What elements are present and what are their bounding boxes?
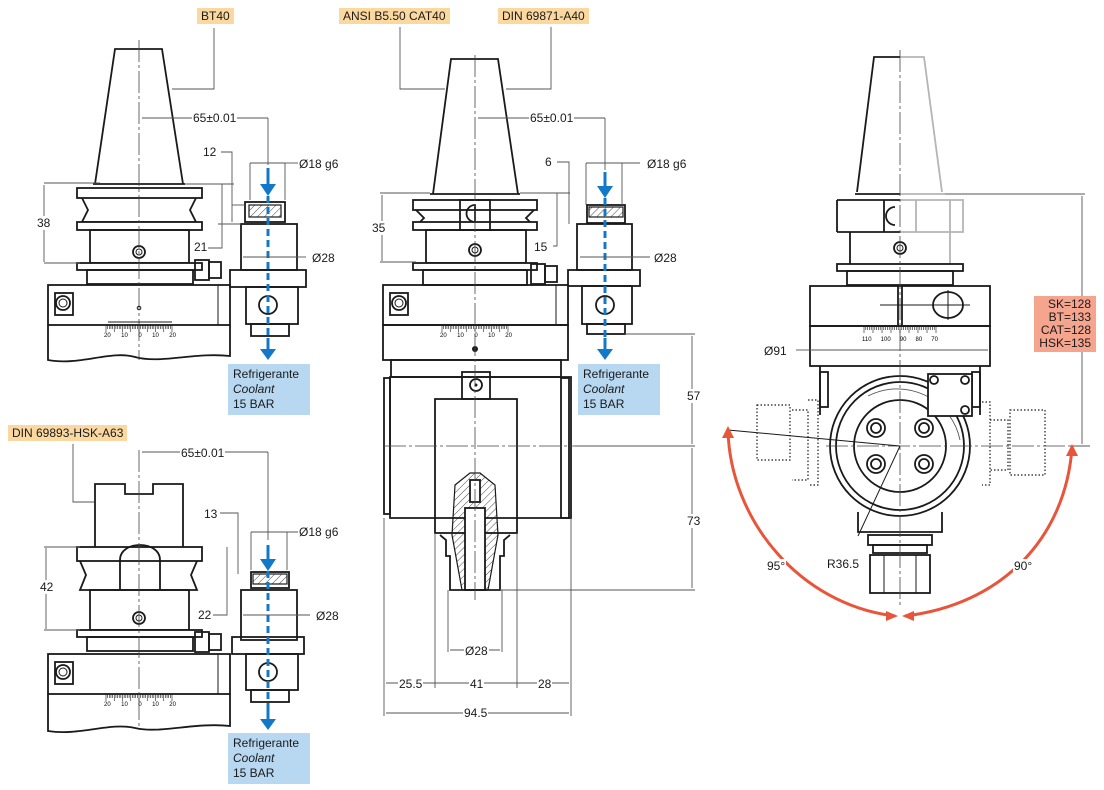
coolant-pressure: 15 BAR xyxy=(233,397,275,411)
view-hsk xyxy=(44,444,310,733)
dim-shank-dia-hsk: Ø18 g6 xyxy=(298,525,340,539)
swivel-arc-left xyxy=(726,429,896,618)
coolant-label-en: Coolant xyxy=(233,382,275,396)
view-cat40-front xyxy=(380,27,695,716)
scale-ticks-hsk xyxy=(105,694,173,701)
height-bt: BT=133 xyxy=(1048,310,1091,324)
dim-body-dia-bt40: Ø28 xyxy=(311,251,336,265)
dim-overall-width: 94.5 xyxy=(463,706,489,720)
dim-shank-dia-bt40: Ø18 g6 xyxy=(298,157,340,171)
dim-a-hsk: 13 xyxy=(203,507,219,521)
dim-offset-hsk: 65±0.01 xyxy=(180,446,226,460)
dim-middle-width: 41 xyxy=(469,677,485,691)
linear-scale-bt40 xyxy=(108,305,172,323)
scale-ticks-bt40 xyxy=(105,325,173,332)
scale-ticks-side xyxy=(863,326,937,333)
bolt-pattern xyxy=(866,418,934,474)
holder-tag-hsk: DIN 69893-HSK-A63 xyxy=(8,425,128,441)
coolant-pressure: 15 BAR xyxy=(233,766,275,780)
dim-right-width: 28 xyxy=(537,677,553,691)
dim-offset-cat40: 65±0.01 xyxy=(529,111,575,125)
dim-a-bt40: 12 xyxy=(202,145,218,159)
dim-collet-dia: Ø28 xyxy=(464,644,489,658)
dim-housing-dia: Ø91 xyxy=(763,344,788,358)
coolant-box-bt40: Refrigerante Coolant 15 BAR xyxy=(228,364,310,415)
scale-ticks-cat40 xyxy=(441,325,509,332)
dim-radius: R36.5 xyxy=(826,557,861,571)
height-cat: CAT=128 xyxy=(1040,323,1091,337)
holder-tag-din-a40: DIN 69871-A40 xyxy=(498,8,589,24)
angle-right-label: 90° xyxy=(1013,559,1034,573)
dim-b-bt40: 21 xyxy=(193,240,209,254)
height-hsk: HSK=135 xyxy=(1039,336,1091,350)
dim-body-dia-cat40: Ø28 xyxy=(653,251,678,265)
overall-height-table: SK=128 BT=133 CAT=128 HSK=135 xyxy=(1034,296,1096,352)
dim-shank-dia-cat40: Ø18 g6 xyxy=(646,157,688,171)
dim-b-cat40: 15 xyxy=(533,240,549,254)
coolant-label: Refrigerante xyxy=(583,367,650,381)
dim-upper-height: 57 xyxy=(686,389,702,403)
coolant-label-en: Coolant xyxy=(233,751,275,765)
dim-b-hsk: 22 xyxy=(197,608,213,622)
dim-offset-bt40: 65±0.01 xyxy=(192,111,238,125)
height-sk: SK=128 xyxy=(1047,297,1091,311)
coolant-label-en: Coolant xyxy=(583,382,625,396)
dim-a-cat40: 6 xyxy=(544,155,553,169)
dim-body-dia-hsk: Ø28 xyxy=(315,609,340,623)
dim-flange-height-hsk: 42 xyxy=(39,580,55,594)
coolant-box-hsk: Refrigerante Coolant 15 BAR xyxy=(228,733,310,784)
angle-left-label: 95° xyxy=(766,559,787,573)
dim-left-width: 25.5 xyxy=(398,677,424,691)
holder-tag-cat40: ANSI B5.50 CAT40 xyxy=(339,8,450,24)
coolant-label: Refrigerante xyxy=(233,367,300,381)
taper-cone xyxy=(94,48,184,185)
dim-flange-height-bt40: 38 xyxy=(36,216,52,230)
view-bt40 xyxy=(43,28,307,363)
dim-flange-height-cat40: 35 xyxy=(371,221,387,235)
holder-tag-bt40: BT40 xyxy=(197,8,234,24)
coolant-label: Refrigerante xyxy=(233,736,300,750)
coolant-pressure: 15 BAR xyxy=(583,397,625,411)
dim-lower-height: 73 xyxy=(686,514,702,528)
coolant-box-cat40: Refrigerante Coolant 15 BAR xyxy=(578,364,660,415)
